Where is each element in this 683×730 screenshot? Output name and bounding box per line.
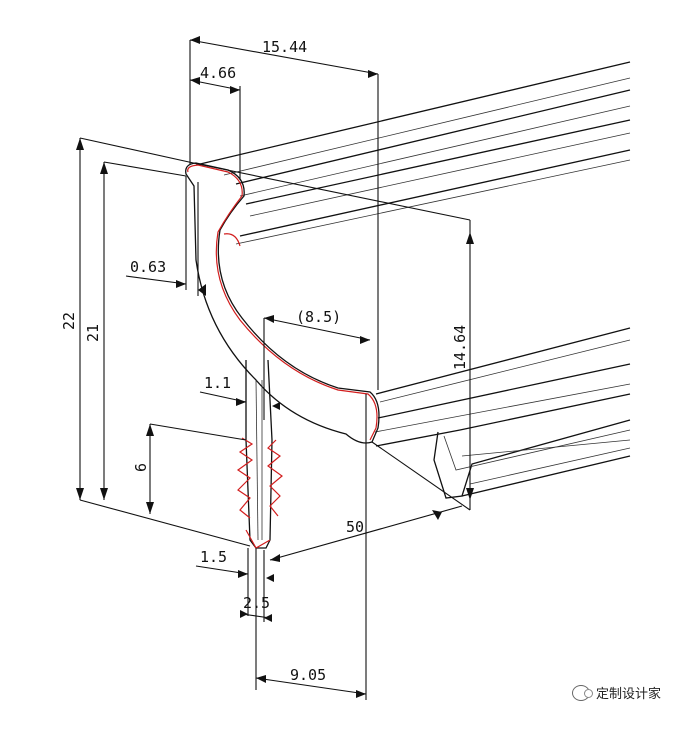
dim-4-66	[189, 77, 241, 180]
dim-21	[100, 161, 187, 500]
dim-label-4-66: 4.66	[200, 64, 236, 82]
dim-22	[76, 137, 251, 547]
dim-14-64	[197, 163, 474, 511]
dim-label-15-44: 15.44	[262, 38, 307, 56]
wechat-logo-icon	[571, 684, 593, 701]
dim-0-63	[125, 176, 206, 296]
dim-label-8-5: (8.5)	[296, 308, 341, 326]
dim-8-5	[263, 315, 371, 420]
watermark-text: 定制设计家	[595, 687, 661, 702]
dim-label-50: 50	[346, 518, 364, 536]
fin-profile	[236, 359, 283, 549]
dim-label-1-1: 1.1	[204, 374, 231, 392]
dim-9-05	[255, 394, 367, 700]
dim-label-21: 21	[84, 324, 102, 342]
dim-label-22: 22	[60, 312, 78, 330]
watermark: 定制设计家	[571, 683, 661, 702]
dim-15-44	[189, 36, 379, 390]
dim-2-5	[240, 550, 272, 622]
molding-profile	[185, 162, 380, 444]
dim-label-6: 6	[132, 463, 150, 472]
dim-label-14-64: 14.64	[451, 325, 469, 370]
molding-body	[195, 61, 631, 499]
dim-6	[146, 423, 247, 514]
dim-1-5	[195, 548, 274, 690]
dim-label-2-5: 2.5	[243, 594, 270, 612]
dim-label-1-5: 1.5	[200, 548, 227, 566]
dim-label-0-63: 0.63	[130, 258, 166, 276]
dim-label-9-05: 9.05	[290, 666, 326, 684]
dim-1-1	[199, 391, 280, 410]
